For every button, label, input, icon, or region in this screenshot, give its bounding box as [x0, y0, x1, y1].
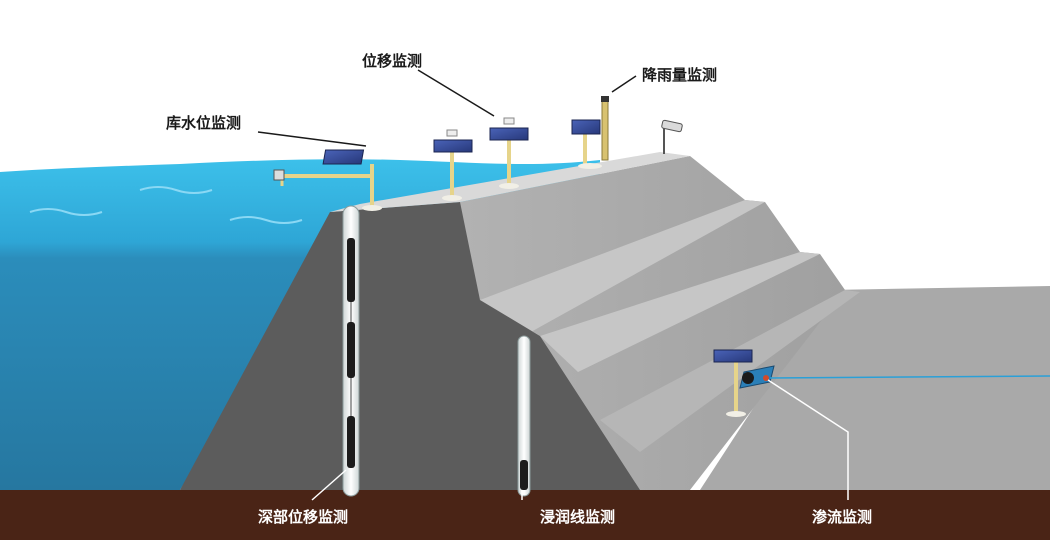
inclinometer-probe: [347, 238, 355, 302]
label-seepage-line: 浸润线监测: [540, 508, 615, 526]
deep-displacement-borehole: [342, 205, 360, 497]
solar-panel-icon: [571, 119, 601, 135]
gnss-antenna-icon: [446, 129, 458, 137]
solar-panel-icon: [489, 127, 529, 141]
flow-meter-icon: [742, 372, 754, 384]
label-reservoir-level: 库水位监测: [166, 114, 241, 132]
dam-berm: [480, 200, 765, 338]
solar-panel-icon: [713, 349, 753, 363]
ground-base: [0, 490, 1050, 540]
label-displacement: 位移监测: [362, 52, 422, 70]
solar-panel-icon: [322, 149, 365, 165]
label-deep-displacement: 深部位移监测: [258, 508, 348, 526]
seepage-line-borehole: [517, 335, 531, 497]
water-wave: [29, 208, 103, 216]
leader-line: [611, 75, 637, 93]
rain-gauge-icon: [601, 97, 609, 161]
camera-station: [661, 119, 683, 154]
displacement-station: [433, 129, 473, 201]
label-seepage-flow: 渗流监测: [812, 508, 872, 526]
water-level-sensor-icon: [273, 169, 285, 181]
leader-line: [417, 69, 495, 117]
leader-line: [767, 379, 849, 500]
dam-berm: [600, 290, 860, 452]
label-rainfall: 降雨量监测: [642, 66, 717, 84]
dam-berm: [540, 252, 820, 372]
downstream-plain: [700, 286, 1050, 490]
camera-icon: [661, 119, 683, 133]
water-wave: [229, 216, 303, 224]
leader-line: [311, 469, 347, 501]
piezometer-probe: [520, 460, 528, 490]
inclinometer-probe: [347, 322, 355, 378]
displacement-station: [489, 117, 529, 189]
solar-panel-icon: [433, 139, 473, 153]
inclinometer-probe: [347, 416, 355, 468]
reservoir-water: [0, 159, 600, 490]
seepage-flow-station: [713, 349, 1050, 417]
water-wave: [139, 186, 213, 194]
gnss-antenna-icon: [503, 117, 515, 125]
leader-line: [257, 131, 367, 147]
water-level-station: [273, 149, 382, 211]
rainfall-station: [571, 96, 609, 169]
